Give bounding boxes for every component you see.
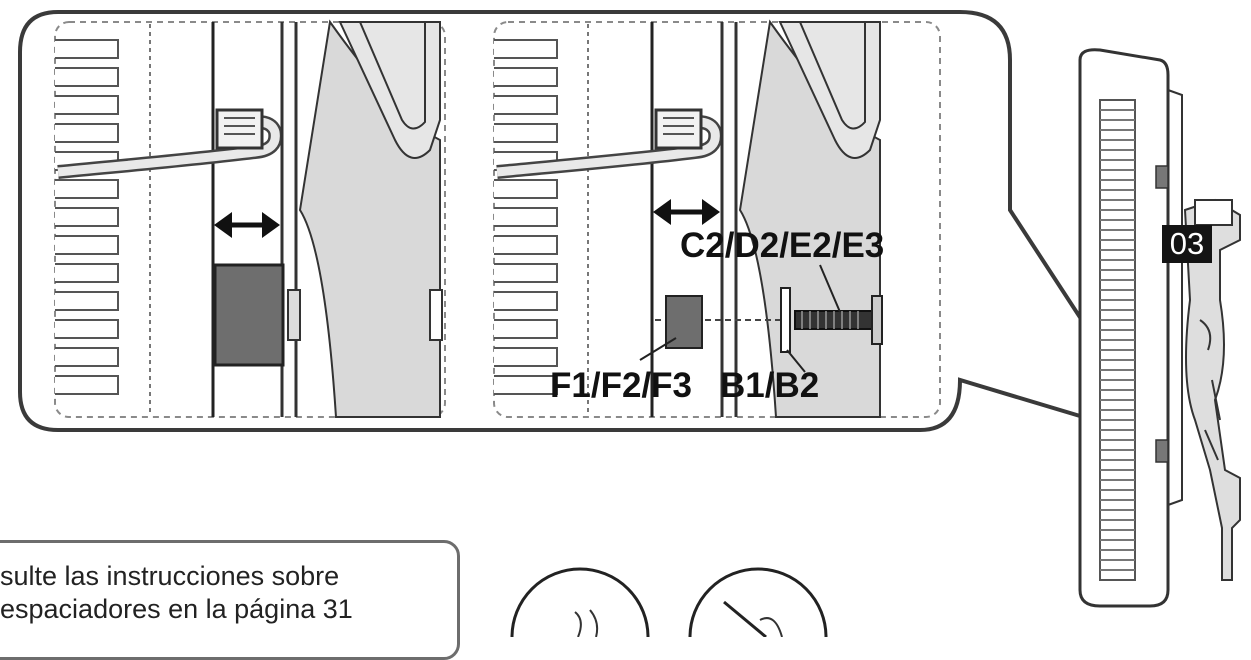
label-screw-parts: C2/D2/E2/E3 [680, 226, 885, 265]
screw-part [794, 295, 883, 345]
washer-part [780, 287, 791, 353]
assembly-diagram [18, 10, 1241, 637]
note-text: sulte las instrucciones sobre espaciador… [0, 560, 353, 626]
step-badge: 03 [1162, 225, 1212, 263]
label-washer-parts: B1/B2 [720, 366, 820, 405]
tv-side-view [1078, 48, 1241, 608]
detail-panel-right [493, 19, 941, 418]
gap-arrow-right [653, 199, 720, 225]
label-spacer-parts: F1/F2/F3 [550, 366, 692, 405]
detail-panel-left [54, 19, 446, 418]
spacer-installed [213, 263, 285, 367]
warning-pictograms [510, 567, 828, 637]
gap-arrow-left [214, 212, 280, 238]
note-line-2: espaciadores en la página 31 [0, 594, 353, 624]
tv-vent-fins-left [55, 39, 119, 395]
note-line-1: sulte las instrucciones sobre [0, 561, 340, 591]
